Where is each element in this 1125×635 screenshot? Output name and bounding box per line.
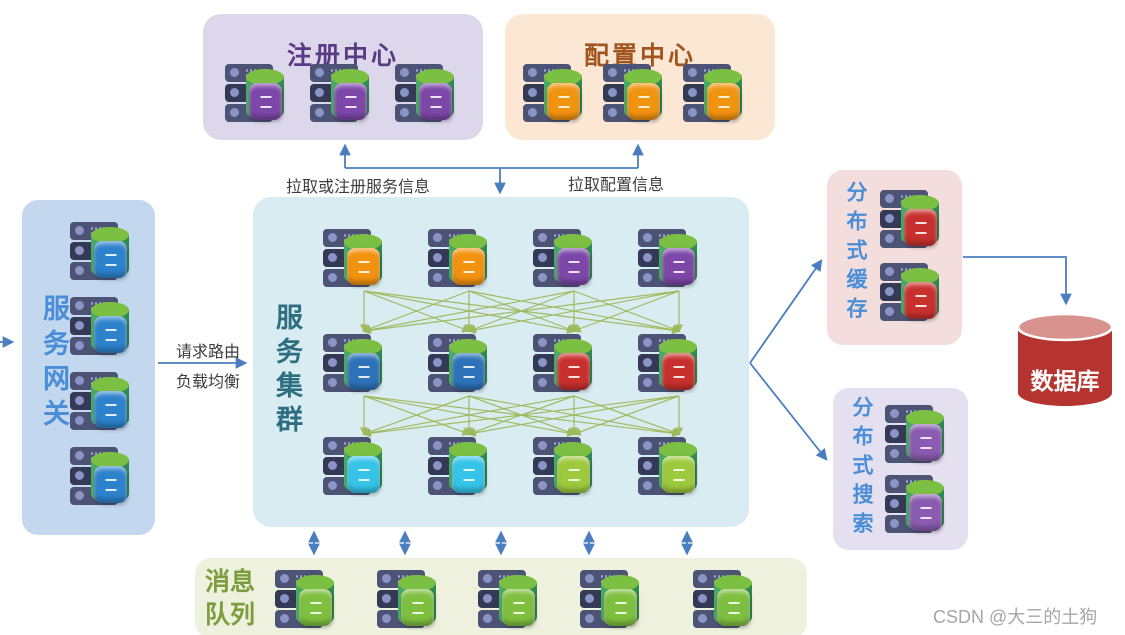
server-icon [478,570,540,632]
server-icon [323,437,385,499]
service-gateway-title: 服务网关 [39,294,69,434]
service-cluster-title: 服务集群 [272,303,302,439]
server-icon [395,64,457,126]
server-icon [523,64,585,126]
server-icon [638,437,700,499]
arrow-cluster-to-cache [749,259,823,364]
server-icon [428,437,490,499]
server-icon [580,570,642,632]
server-icon [70,447,132,509]
message-queue-box: 消息队列 [195,558,807,635]
server-icon [533,437,595,499]
watermark: CSDN @大三的土狗 [933,607,1098,627]
arrow-cluster-to-search [749,362,828,461]
server-icon [880,190,942,252]
server-icon [880,263,942,325]
service-cluster-box: 服务集群 [253,197,749,527]
server-icon [683,64,745,126]
distributed-search-title: 分布式搜索 [850,396,873,541]
server-icon [428,229,490,291]
pull-config-label: 拉取配置信息 [568,177,665,194]
database-label: 数据库 [1030,368,1100,394]
server-icon [310,64,372,126]
server-icon [885,405,947,467]
service-gateway-box: 服务网关 [22,200,155,535]
pull-register-label: 拉取或注册服务信息 [286,179,431,196]
server-icon [603,64,665,126]
server-icon [275,570,337,632]
server-icon [533,334,595,396]
server-icon [70,297,132,359]
route-label-line2: 负载均衡 [175,374,240,391]
database-cylinder [1018,313,1112,406]
server-icon [638,229,700,291]
distributed-search-box: 分布式搜索 [833,388,968,550]
server-icon [428,334,490,396]
server-icon [225,64,287,126]
server-icon [323,334,385,396]
server-icon [70,222,132,284]
distributed-cache-box: 分布式缓存 [827,170,962,345]
config-center-box: 配置中心 [505,14,775,140]
registry-center-box: 注册中心 [203,14,483,140]
server-icon [638,334,700,396]
distributed-cache-title: 分布式缓存 [844,181,867,326]
message-queue-title: 消息队列 [205,568,256,629]
server-icon [885,475,947,537]
arrow-cache-to-database [963,256,1072,306]
server-icon [693,570,755,632]
route-label-line1: 请求路由 [175,344,240,361]
server-icon [323,229,385,291]
server-icon [70,372,132,434]
server-icon [533,229,595,291]
server-icon [377,570,439,632]
